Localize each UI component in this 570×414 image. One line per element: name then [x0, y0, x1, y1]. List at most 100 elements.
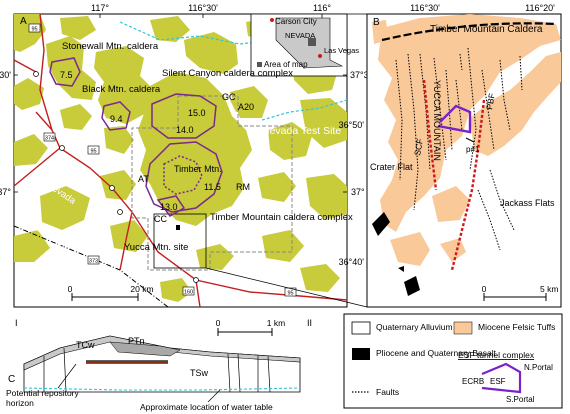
- water-table-leader: [207, 389, 221, 403]
- scf-label: SCF: [412, 138, 425, 156]
- carson-city-dot: [270, 18, 274, 22]
- basalt-label: Pliocene and Quaternary Basalt: [376, 348, 497, 358]
- tuff-areas-a: [14, 14, 347, 302]
- area-of-map-label: Area of map: [264, 60, 308, 69]
- state-boundary: [13, 225, 169, 308]
- ptn-unit: [109, 341, 181, 357]
- age-14-label: 14.0: [176, 125, 194, 135]
- section-end-right: II: [307, 318, 312, 328]
- timber-mtn-inner: [163, 155, 203, 195]
- svg-text:95: 95: [90, 148, 96, 154]
- scale-a-0: 0: [68, 284, 73, 294]
- pbf-label: PBF: [484, 92, 497, 110]
- yucca-site-marker: [176, 225, 180, 230]
- scale-b-5: 5 km: [540, 284, 558, 294]
- svg-text:95: 95: [287, 290, 293, 296]
- silent-canyon-age: 15.0: [188, 108, 206, 118]
- scale-c-1: 1 km: [267, 318, 285, 328]
- felsic-tuff-areas: [372, 14, 561, 266]
- panel-c-letter: C: [8, 374, 15, 385]
- black-mtn-label: Black Mtn. caldera: [82, 84, 161, 95]
- felsic-label: Miocene Felsic Tuffs: [478, 322, 555, 332]
- yucca-site-label: Yucca Mtn. site: [124, 242, 188, 253]
- b-lat-tick-3640: 36°40': [339, 257, 365, 267]
- alluvium-label: Quaternary Alluvium: [376, 322, 453, 332]
- b-lon-tick-11620: 116°20': [525, 3, 555, 13]
- panel-b-map: B 116°30' 116°20' 36°50' 36°40' Timber M…: [339, 3, 562, 308]
- scale-a-20: 20 km: [130, 284, 153, 294]
- scale-bar-c: [217, 328, 273, 336]
- panel-b-letter: B: [373, 17, 380, 28]
- panel-c-section: I II 0 1 km TCw PTn TSw C Potential repo…: [6, 318, 312, 412]
- solitario-canyon-fault: [422, 79, 438, 191]
- carson-city-label: Carson City: [275, 17, 317, 26]
- town-markers: [33, 71, 199, 283]
- black-mtn-age: 9.4: [110, 114, 123, 124]
- s-portal-label: S.Portal: [506, 395, 535, 404]
- panel-a-letter: A: [20, 16, 27, 27]
- felsic-swatch: [453, 321, 473, 335]
- silent-canyon-label: Silent Canyon caldera complex: [162, 68, 293, 79]
- faults: [395, 47, 523, 251]
- svg-text:95: 95: [31, 26, 37, 32]
- crater-flat-label: Crater Flat: [370, 162, 413, 172]
- esf-label: ESF: [490, 377, 506, 386]
- black-mtn-caldera-outline: [101, 101, 131, 131]
- basalt-areas: [372, 212, 420, 296]
- svg-text:373: 373: [89, 258, 98, 264]
- nts-boundary: [131, 95, 293, 271]
- section-faults: [43, 347, 271, 393]
- lat-tick-3730-right: 37°30': [350, 70, 376, 80]
- water-table-line: [23, 387, 301, 391]
- graticule-ticks: [14, 14, 347, 193]
- b-lat-tick-3650: 36°50': [339, 120, 365, 130]
- stonewall-age: 7.5: [60, 70, 73, 80]
- svg-text:160: 160: [184, 289, 193, 295]
- scale-b-0: 0: [482, 284, 487, 294]
- age-115-label: 11.5: [204, 182, 221, 192]
- section-end-left: I: [15, 318, 18, 328]
- scale-bar-b: [483, 293, 547, 301]
- a20-label: A20: [238, 102, 254, 112]
- tcw-label: TCw: [76, 340, 95, 350]
- map-area-marker: [308, 38, 316, 46]
- rm-label: RM: [236, 182, 250, 192]
- b-lon-tick-11630: 116°30': [410, 3, 440, 13]
- repository-label-line2: horizon: [6, 398, 34, 408]
- las-vegas-label: Las Vegas: [324, 46, 359, 55]
- cc-label: CC: [154, 214, 167, 224]
- calderas: [49, 57, 223, 217]
- p1-label: p#1: [466, 145, 480, 154]
- water-table-label: Approximate location of water table: [140, 402, 273, 412]
- jackass-flats-label: Jackass Flats: [500, 198, 555, 208]
- panel-a-map: Carson City NEVADA Las Vegas Area of map…: [0, 3, 376, 308]
- svg-text:374: 374: [45, 135, 54, 141]
- tsw-label: TSw: [190, 368, 209, 378]
- n-portal-label: N.Portal: [524, 363, 553, 372]
- ptn-label: PTn: [128, 336, 145, 346]
- yucca-mountain-label: YUCCA MOUNTAIN: [432, 80, 442, 161]
- legend-frame: [343, 313, 563, 409]
- lon-tick-117: 117°: [91, 3, 109, 13]
- faults-label: Faults: [376, 387, 399, 397]
- p1-tick: [465, 137, 475, 143]
- timber-mtn-outline: [145, 141, 223, 213]
- alluvium-swatch: [351, 321, 371, 335]
- las-vegas-dot: [318, 54, 322, 58]
- caldera-rim: [381, 22, 557, 42]
- callout-line-bottom: [205, 267, 368, 308]
- lat-tick-37-left: 37°: [0, 187, 11, 197]
- tm-complex-label: Timber Mountain caldera complex: [210, 212, 353, 223]
- timber-caldera-label: Timber Mountain Caldera: [430, 24, 543, 35]
- panel-b-area-box: [153, 213, 207, 269]
- area-legend-swatch: [257, 62, 262, 67]
- scale-bar-a: [71, 293, 139, 301]
- stonewall-caldera-outline: [49, 57, 81, 87]
- ecrb-label: ECRB: [462, 377, 484, 386]
- paintbrush-fault: [450, 99, 486, 271]
- basalt-swatch: [352, 348, 370, 360]
- gc-label: GC: [222, 92, 236, 102]
- stonewall-label: Stonewall Mtn. caldera: [62, 41, 159, 52]
- silent-canyon-outline: [151, 93, 217, 139]
